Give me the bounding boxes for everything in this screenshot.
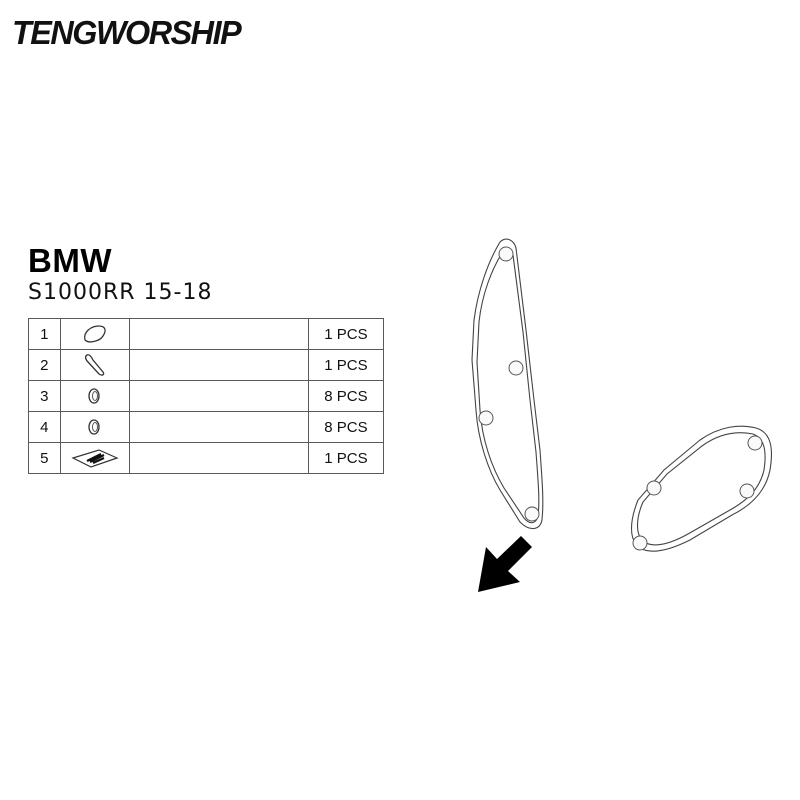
table-row: 1 1 PCS <box>28 318 385 350</box>
long-gasket-outline <box>471 238 544 530</box>
motorcycle-model: S1000RR 15-18 <box>28 280 213 305</box>
table-row: 2 1 PCS <box>28 349 385 381</box>
gasket-grommet-holes <box>478 246 540 522</box>
hardware-pack-icon <box>71 449 119 468</box>
part-number: 5 <box>28 442 61 474</box>
part-quantity: 1 PCS <box>307 442 385 474</box>
long-gasket-icon <box>84 354 105 376</box>
rubber-grommet-icon <box>88 419 100 435</box>
cover-gasket-outline <box>630 425 773 552</box>
part-quantity: 1 PCS <box>307 318 385 350</box>
motorcycle-brand: BMW <box>28 242 112 279</box>
table-row: 5 1 PCS <box>28 442 385 474</box>
part-quantity: 8 PCS <box>307 380 385 412</box>
direction-arrow-icon <box>478 536 532 592</box>
parts-table: 1 1 PCS 2 1 PCS 3 8 PCS 4 <box>28 318 385 474</box>
gasket-outline-icon <box>83 325 106 343</box>
rubber-grommet-icon <box>88 388 100 404</box>
part-quantity: 1 PCS <box>307 349 385 381</box>
brand-logo: TENGWORSHIP <box>12 14 242 51</box>
part-number: 1 <box>28 318 61 350</box>
cover-grommet-holes <box>632 435 763 551</box>
part-quantity: 8 PCS <box>307 411 385 443</box>
